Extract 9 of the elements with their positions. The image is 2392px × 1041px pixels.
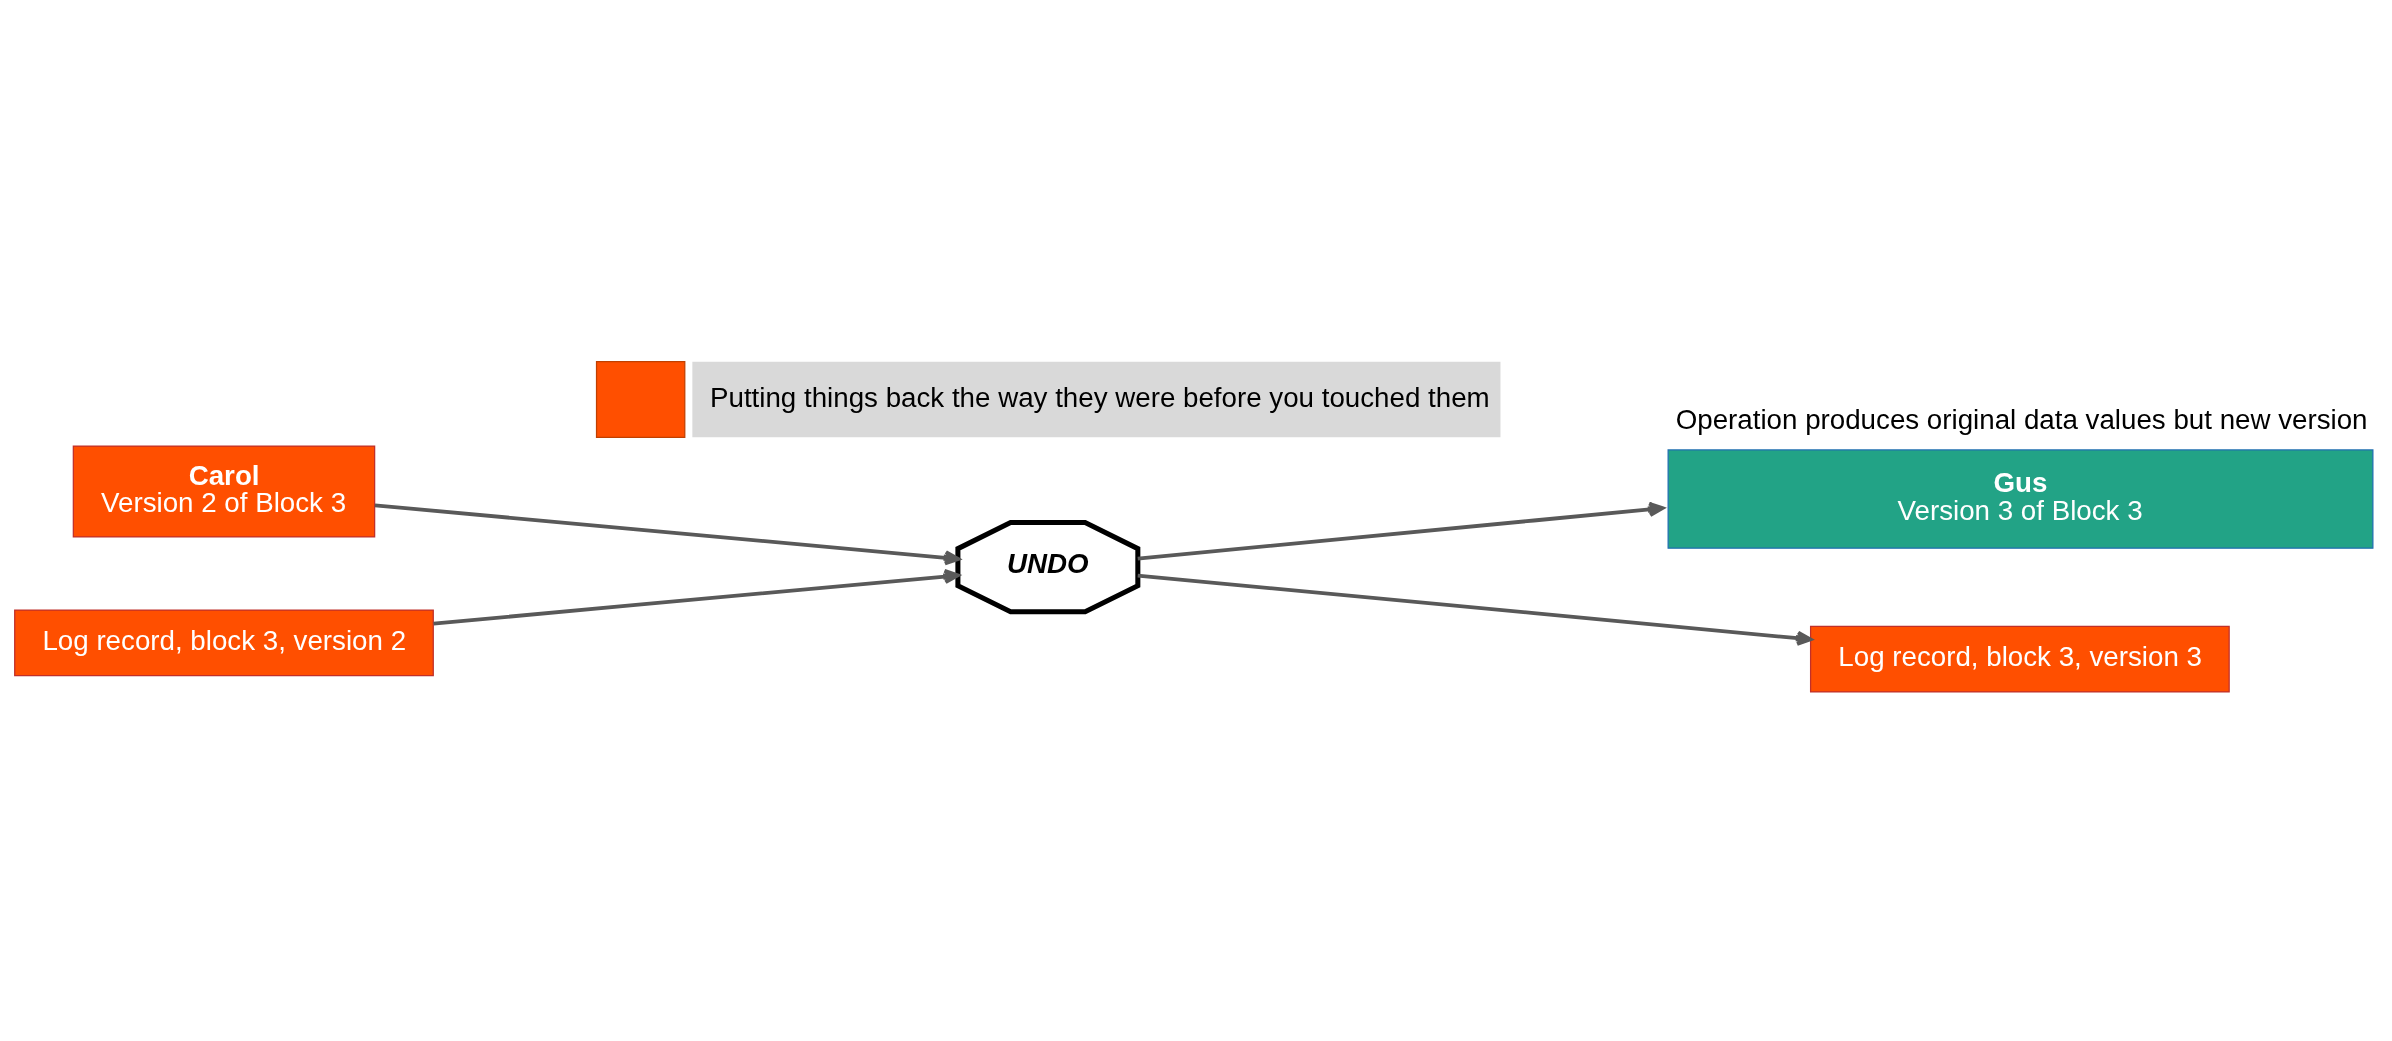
node-box: Log record, block 3, version 3 (1809, 625, 2230, 693)
legend-label: Putting things back the way they were before you touched them (709, 381, 1490, 413)
arrow (433, 568, 960, 626)
node-box: Carol Version 2 of Block 3 (72, 445, 376, 538)
arrow (1137, 501, 1665, 561)
node-box: Log record, block 3, version 2 (14, 609, 434, 677)
arrow (374, 503, 960, 566)
node-label: Operation produces original data values but new version (1675, 404, 2368, 436)
arrow (1137, 573, 1813, 646)
